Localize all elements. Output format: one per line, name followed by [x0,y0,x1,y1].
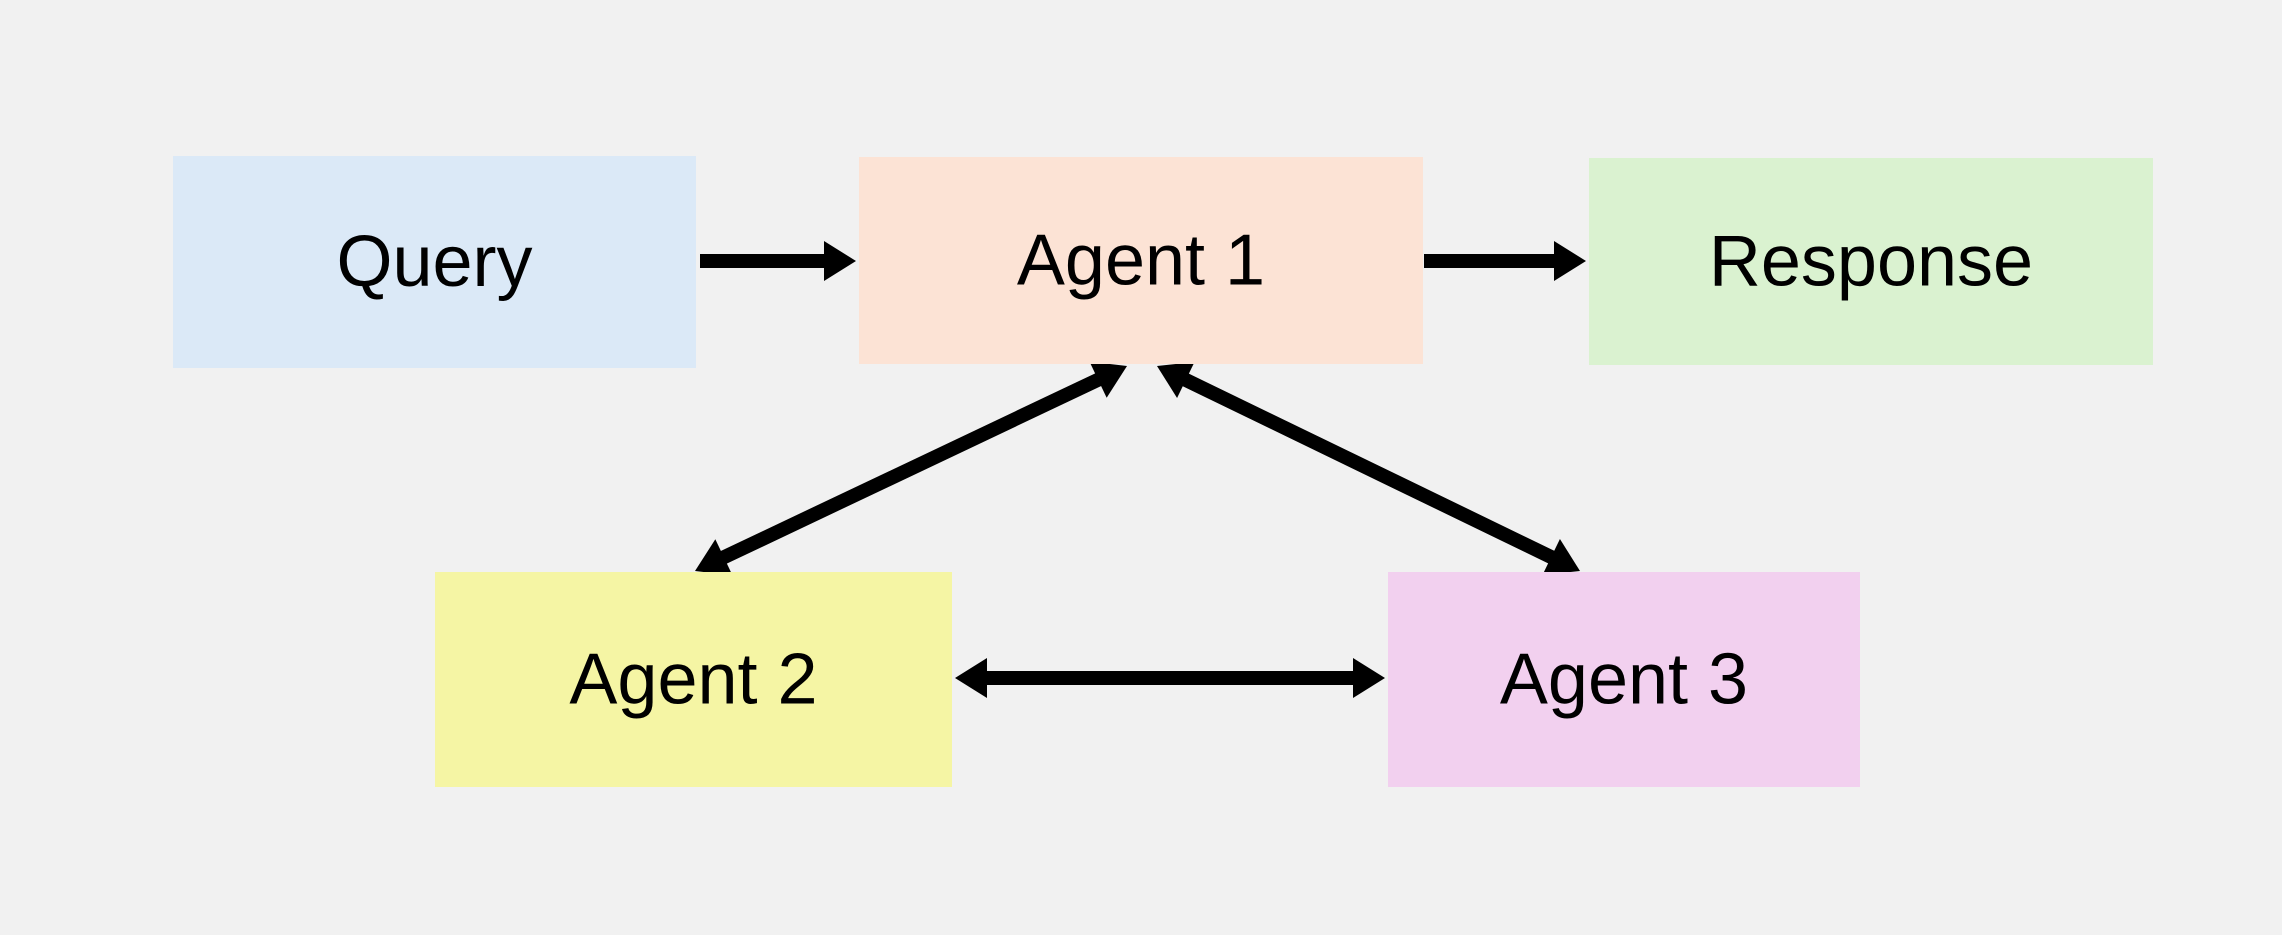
arrowhead [824,241,856,281]
node-box-agent-3 [1388,572,1860,787]
node-box-agent-2 [435,572,952,787]
arrowhead [955,658,987,698]
node-label-agent-2: Agent 2 [569,640,817,720]
edge-agent2-to-agent3 [955,658,1385,698]
node-box-query [173,156,696,368]
node-box-agent-1 [859,157,1423,364]
node-agent-1: Agent 1 [859,157,1423,364]
arrowhead [1554,241,1586,281]
arrowhead [1542,539,1580,576]
edge-agent3-to-agent1 [1157,361,1580,576]
node-agent-2: Agent 2 [435,572,952,787]
arrowhead [1353,658,1385,698]
edge-agent1-to-response [1424,241,1586,281]
edge-shaft [715,370,1107,567]
arrowhead [1089,361,1127,398]
node-label-agent-3: Agent 3 [1500,640,1748,720]
node-label-query: Query [336,222,532,302]
arrowhead [695,539,733,576]
arrowhead [1157,361,1195,398]
edge-agent2-to-agent1 [695,361,1127,576]
node-agent-3: Agent 3 [1388,572,1860,787]
node-response: Response [1589,158,2153,365]
node-query: Query [173,156,696,368]
edge-shaft [1177,371,1560,566]
edge-query-to-agent1 [700,241,856,281]
node-label-response: Response [1709,222,2033,302]
node-label-agent-1: Agent 1 [1017,221,1265,301]
node-box-response [1589,158,2153,365]
